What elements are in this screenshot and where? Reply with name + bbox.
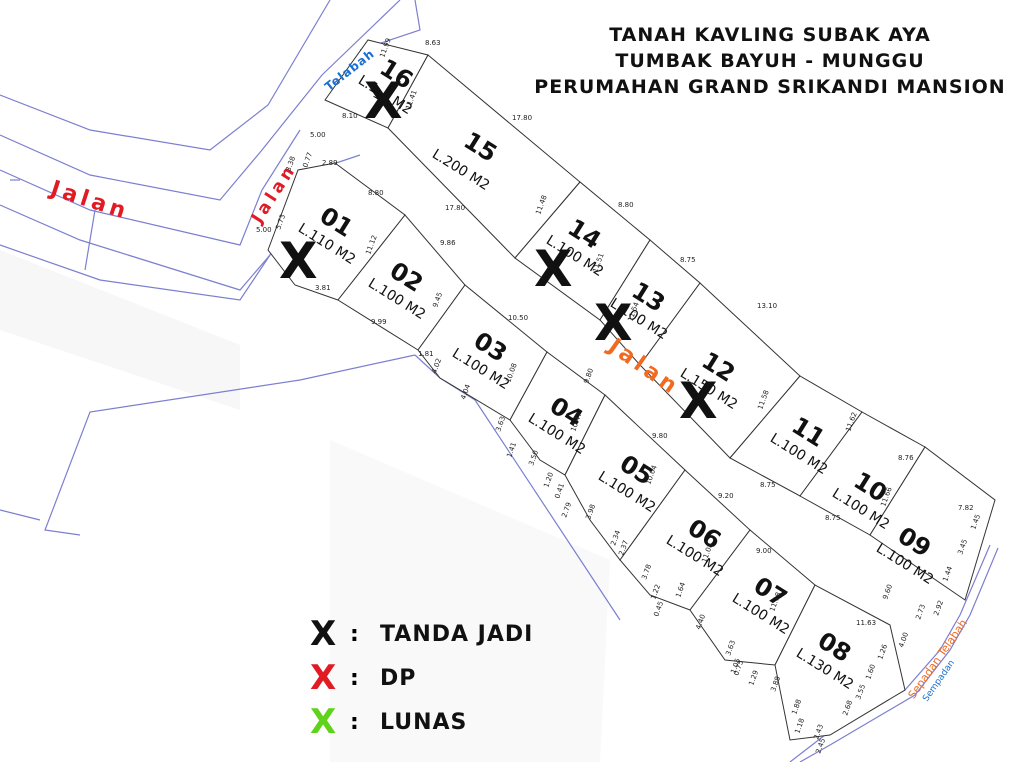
- measurement-label: 13.10: [757, 302, 777, 310]
- measurement-label: 1.81: [418, 350, 434, 358]
- lot-12-status-mark: X: [679, 372, 718, 430]
- legend-item-lunas: X : LUNAS: [310, 700, 610, 744]
- measurement-label: 7.82: [958, 504, 974, 512]
- measurement-label: 2.73: [914, 603, 927, 620]
- measurement-label: 11.63: [856, 619, 876, 627]
- measurement-label: 17.80: [512, 114, 532, 122]
- background-block: [0, 250, 240, 410]
- lot-08-shape: [774, 584, 906, 741]
- legend-colon: :: [350, 665, 359, 691]
- lot-09-shape: [869, 446, 996, 601]
- measurement-label: 9.86: [440, 239, 456, 247]
- measurement-label: 9.80: [582, 367, 595, 384]
- measurement-label: 3.63: [494, 415, 507, 432]
- lot-13-status-mark: X: [594, 294, 633, 352]
- title-line-2: TUMBAK BAYUH - MUNGGU: [615, 50, 925, 72]
- legend-label-dp: DP: [380, 665, 417, 691]
- measurement-label: 5.00: [256, 226, 272, 234]
- measurement-label: 8.75: [760, 481, 776, 489]
- measurement-label: 0.41: [553, 482, 566, 499]
- legend-item-tanda-jadi: X : TANDA JADI: [310, 612, 610, 656]
- background-block: [330, 440, 610, 762]
- measurement-label: 0.45: [652, 600, 665, 617]
- status-legend: X : TANDA JADI X : DP X : LUNAS: [310, 612, 610, 744]
- measurement-label: 8.63: [425, 39, 441, 47]
- measurement-label: 2.92: [932, 599, 945, 616]
- legend-label-lunas: LUNAS: [380, 709, 468, 735]
- legend-colon: :: [350, 621, 359, 647]
- measurement-label: 0.77: [301, 151, 314, 168]
- measurement-label: 9.00: [756, 547, 772, 555]
- map-title: TANAH KAVLING SUBAK AYA TUMBAK BAYUH - M…: [530, 22, 1010, 100]
- lot-16-status-mark: X: [364, 72, 403, 130]
- legend-label-tanda-jadi: TANDA JADI: [380, 621, 534, 647]
- measurement-label: 4.00: [897, 631, 910, 648]
- measurement-label: 9.99: [371, 318, 387, 326]
- lot-14-status-mark: X: [534, 240, 573, 298]
- measurement-label: 1.20: [542, 471, 555, 488]
- measurement-label: 8.76: [898, 454, 914, 462]
- measurement-label: 8.80: [618, 201, 634, 209]
- measurement-label: 9.80: [652, 432, 668, 440]
- measurement-label: 9.60: [881, 583, 894, 600]
- legend-mark-lunas: X: [310, 702, 337, 742]
- lot-01-status-mark: X: [279, 232, 318, 290]
- lot-polygons: [267, 39, 996, 741]
- measurement-label: 8.75: [680, 256, 696, 264]
- measurement-label: 17.80: [445, 204, 465, 212]
- measurement-label: 1.29: [747, 669, 760, 686]
- title-line-3: PERUMAHAN GRAND SRIKANDI MANSION: [534, 76, 1006, 98]
- measurement-label: 2.79: [560, 501, 573, 518]
- measurement-label: 2.89: [322, 159, 338, 167]
- measurement-label: 3.81: [315, 284, 331, 292]
- measurement-label: 8.75: [825, 514, 841, 522]
- road-label-jalan-left: Jalan: [46, 176, 133, 225]
- measurement-label: 9.20: [718, 492, 734, 500]
- legend-mark-dp: X: [310, 658, 337, 698]
- measurement-label: 8.80: [368, 189, 384, 197]
- legend-mark-tanda-jadi: X: [310, 614, 337, 654]
- measurement-label: 1.41: [505, 441, 518, 458]
- legend-colon: :: [350, 709, 359, 735]
- measurement-label: 5.00: [310, 131, 326, 139]
- legend-item-dp: X : DP: [310, 656, 610, 700]
- measurement-label: 10.50: [508, 314, 528, 322]
- measurement-label: 8.10: [342, 112, 358, 120]
- title-line-1: TANAH KAVLING SUBAK AYA: [609, 24, 931, 46]
